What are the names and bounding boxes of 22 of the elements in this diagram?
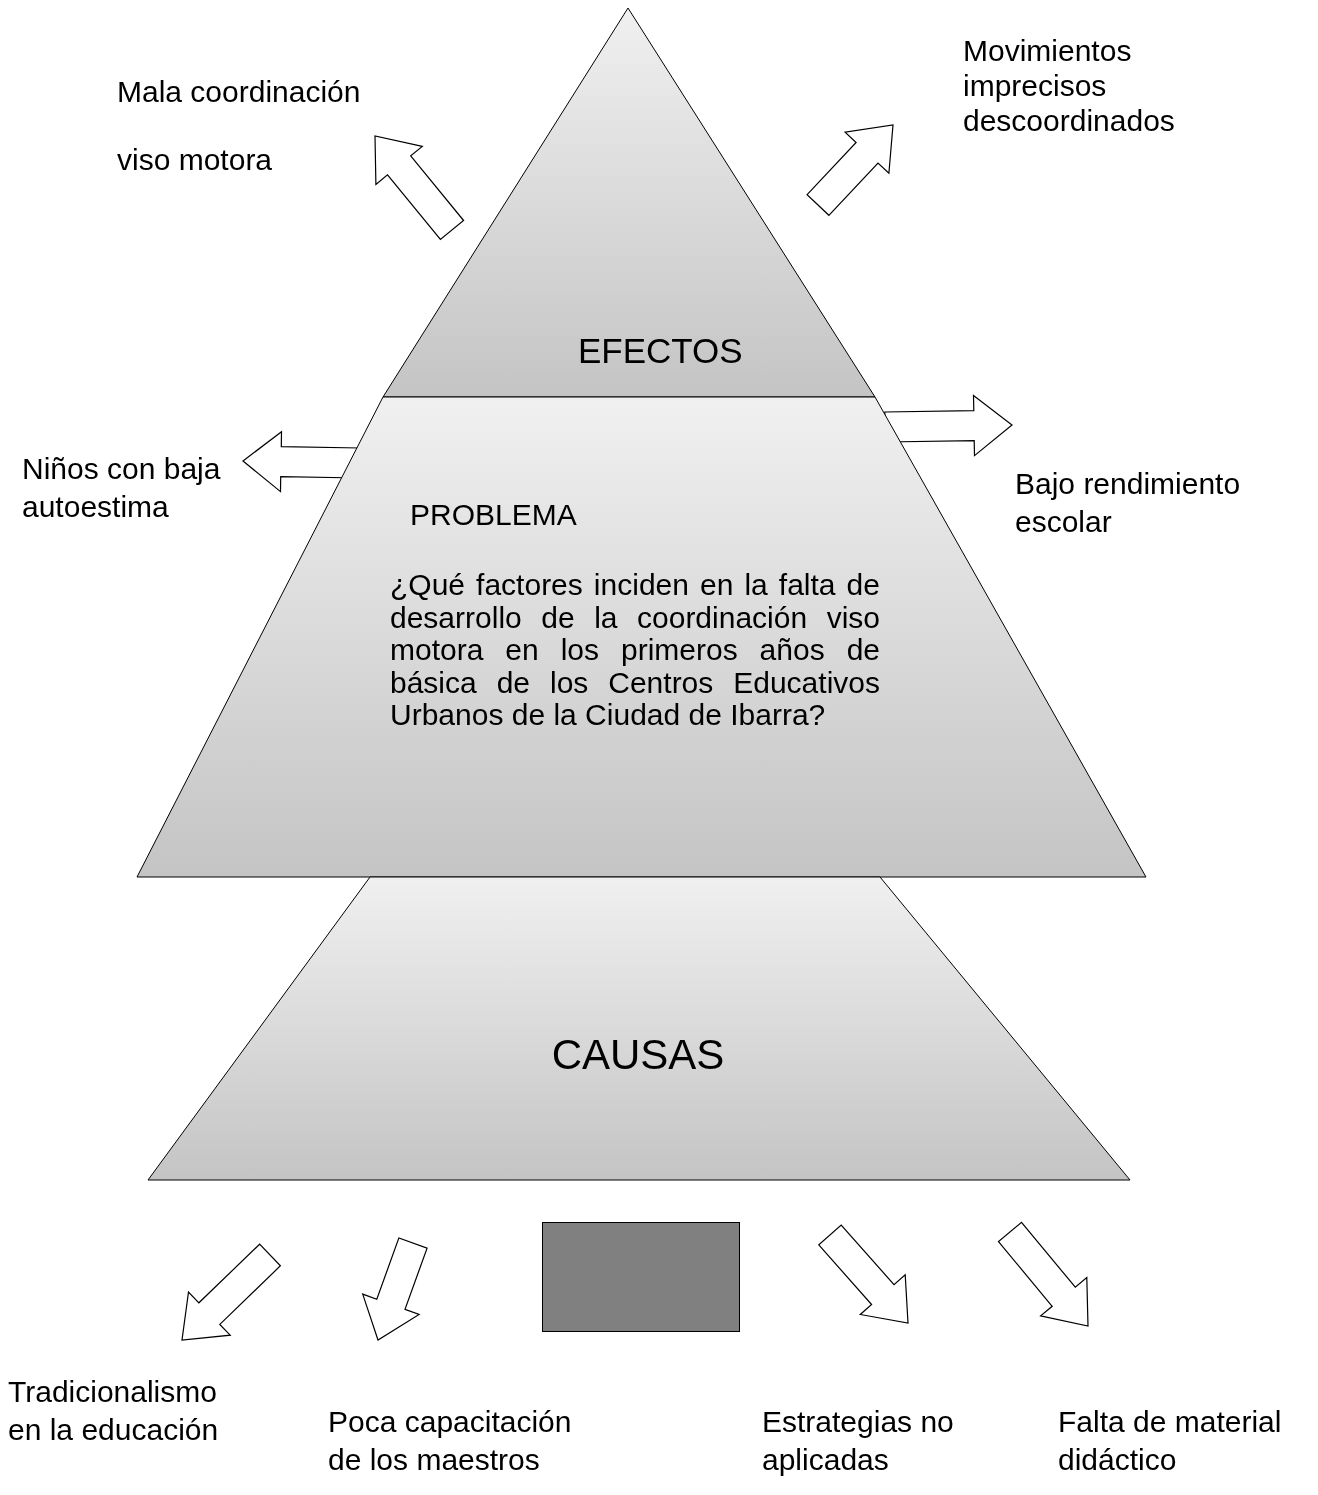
effect-cause-text: Bajo rendimiento escolar [1015, 465, 1285, 541]
block-arrow [884, 394, 1013, 457]
filled-rectangle [542, 1222, 740, 1332]
effect-cause-text: Tradicionalismo en la educación [8, 1373, 248, 1449]
effect-cause-text: Estrategias no aplicadas [762, 1403, 982, 1479]
block-arrow [806, 124, 894, 217]
effect-cause-text: Movimientos imprecisos descoordinados [963, 33, 1223, 138]
section-title: EFECTOS [578, 331, 744, 371]
trapezoid-section [148, 877, 1130, 1180]
block-arrow [361, 1237, 428, 1341]
block-arrow [817, 1224, 909, 1324]
triangle-section [383, 8, 875, 397]
effect-cause-text: Niños con baja autoestima [22, 450, 247, 526]
effect-cause-text: Poca capacitación de los maestros [328, 1403, 608, 1479]
section-title: PROBLEMA [410, 497, 578, 533]
block-arrow [997, 1221, 1089, 1327]
block-arrow [374, 135, 465, 241]
problem-question: ¿Qué factores inciden en la falta de desarrollo de la coordinación viso motora en los primeros años de básica de los Centros Educativos Urbanos de la Ciudad de Ibarra? [390, 569, 880, 732]
effect-cause-text: Falta de material didáctico [1058, 1403, 1308, 1479]
block-arrow [181, 1243, 282, 1341]
effect-cause-text: Mala coordinación viso motora [117, 58, 392, 194]
section-title: CAUSAS [550, 1032, 726, 1078]
